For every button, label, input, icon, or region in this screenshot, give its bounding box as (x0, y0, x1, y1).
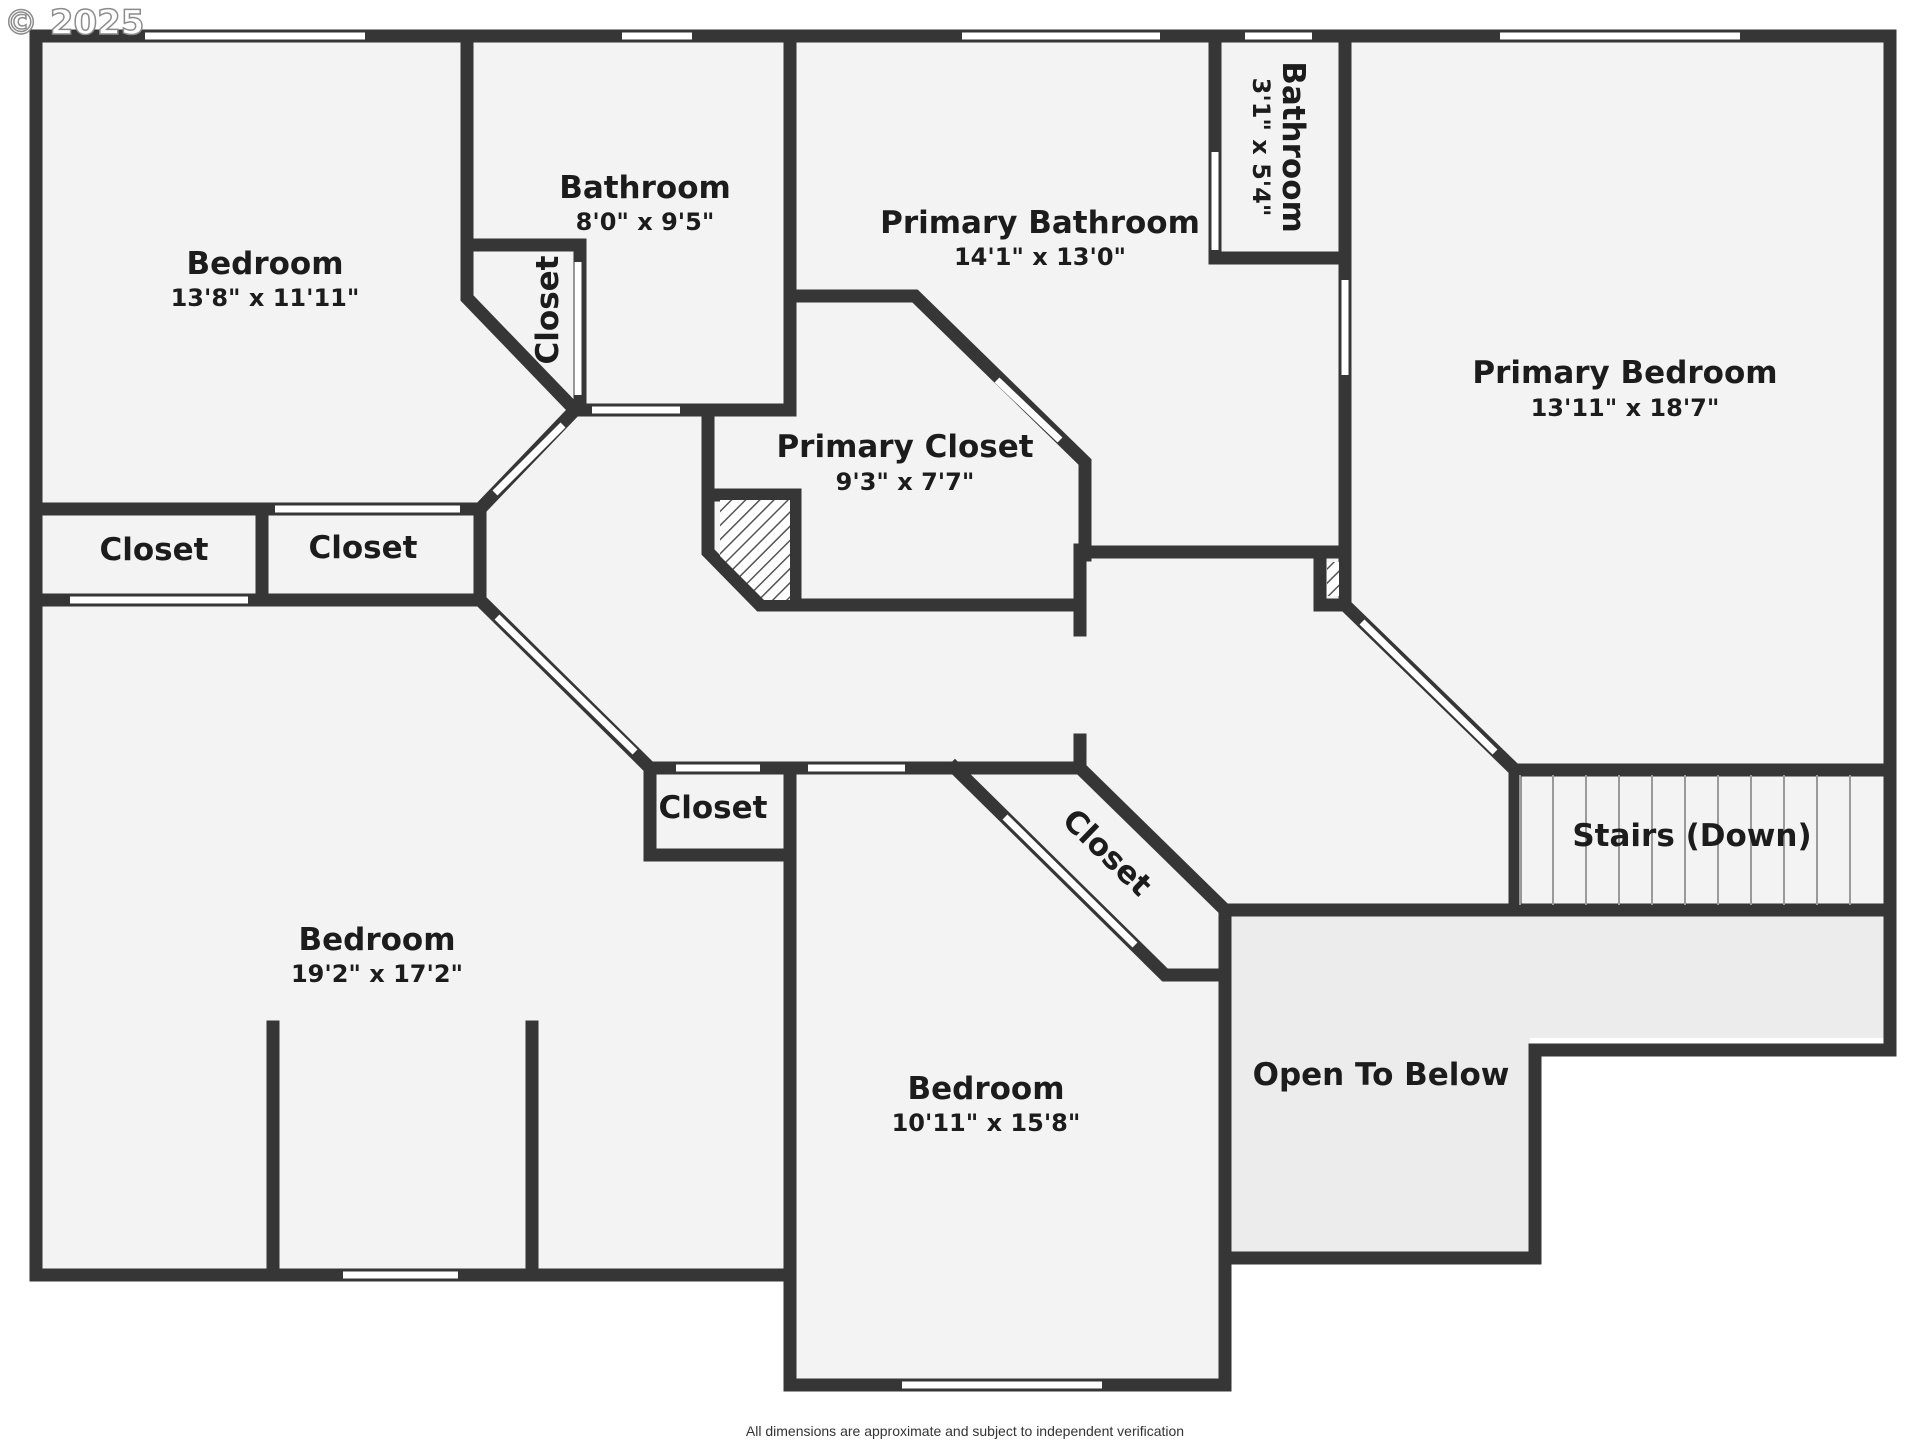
room-name-primary-closet: Primary Closet (776, 429, 1033, 465)
disclaimer-text: All dimensions are approximate and subje… (746, 1423, 1184, 1439)
room-dims-primary-bedroom: 13'11" x 18'7" (1531, 394, 1720, 422)
room-name-stairs: Stairs (Down) (1572, 818, 1811, 854)
room-name-bedroom-nw: Bedroom (186, 246, 343, 282)
room-name-closet-mid: Closet (659, 790, 768, 826)
room-name-bathroom: Bathroom (559, 170, 731, 206)
room-dims-bathroom-small: 3'1" x 5'4" (1247, 78, 1275, 217)
room-name-bathroom-small: Bathroom (1275, 61, 1311, 233)
copyright-watermark: © 2025 (4, 3, 144, 43)
room-name-closet-w1: Closet (100, 532, 209, 568)
room-name-closet-diagonal: Closet (530, 255, 566, 364)
room-dims-primary-bathroom: 14'1" x 13'0" (954, 243, 1126, 271)
room-dims-bedroom-nw: 13'8" x 11'11" (171, 284, 360, 312)
open-to-below-area (1230, 914, 1890, 1038)
room-dims-bedroom-s: 10'11" x 15'8" (892, 1109, 1081, 1137)
room-dims-bathroom: 8'0" x 9'5" (576, 208, 715, 236)
open-to-below-area (1230, 1038, 1530, 1258)
room-dims-primary-closet: 9'3" x 7'7" (836, 468, 975, 496)
windows (70, 32, 1740, 1389)
room-name-primary-bathroom: Primary Bathroom (880, 205, 1200, 241)
room-dims-bedroom-sw: 19'2" x 17'2" (291, 960, 463, 988)
room-name-primary-bedroom: Primary Bedroom (1472, 355, 1777, 391)
room-name-bedroom-sw: Bedroom (298, 922, 455, 958)
stairs-treads (1519, 775, 1851, 905)
shaft-hatch (720, 500, 790, 600)
room-name-closet-w2: Closet (309, 530, 418, 566)
room-name-open-to-below: Open To Below (1253, 1057, 1510, 1093)
shaft-hatch (1327, 562, 1339, 596)
room-name-bedroom-s: Bedroom (907, 1071, 1064, 1107)
